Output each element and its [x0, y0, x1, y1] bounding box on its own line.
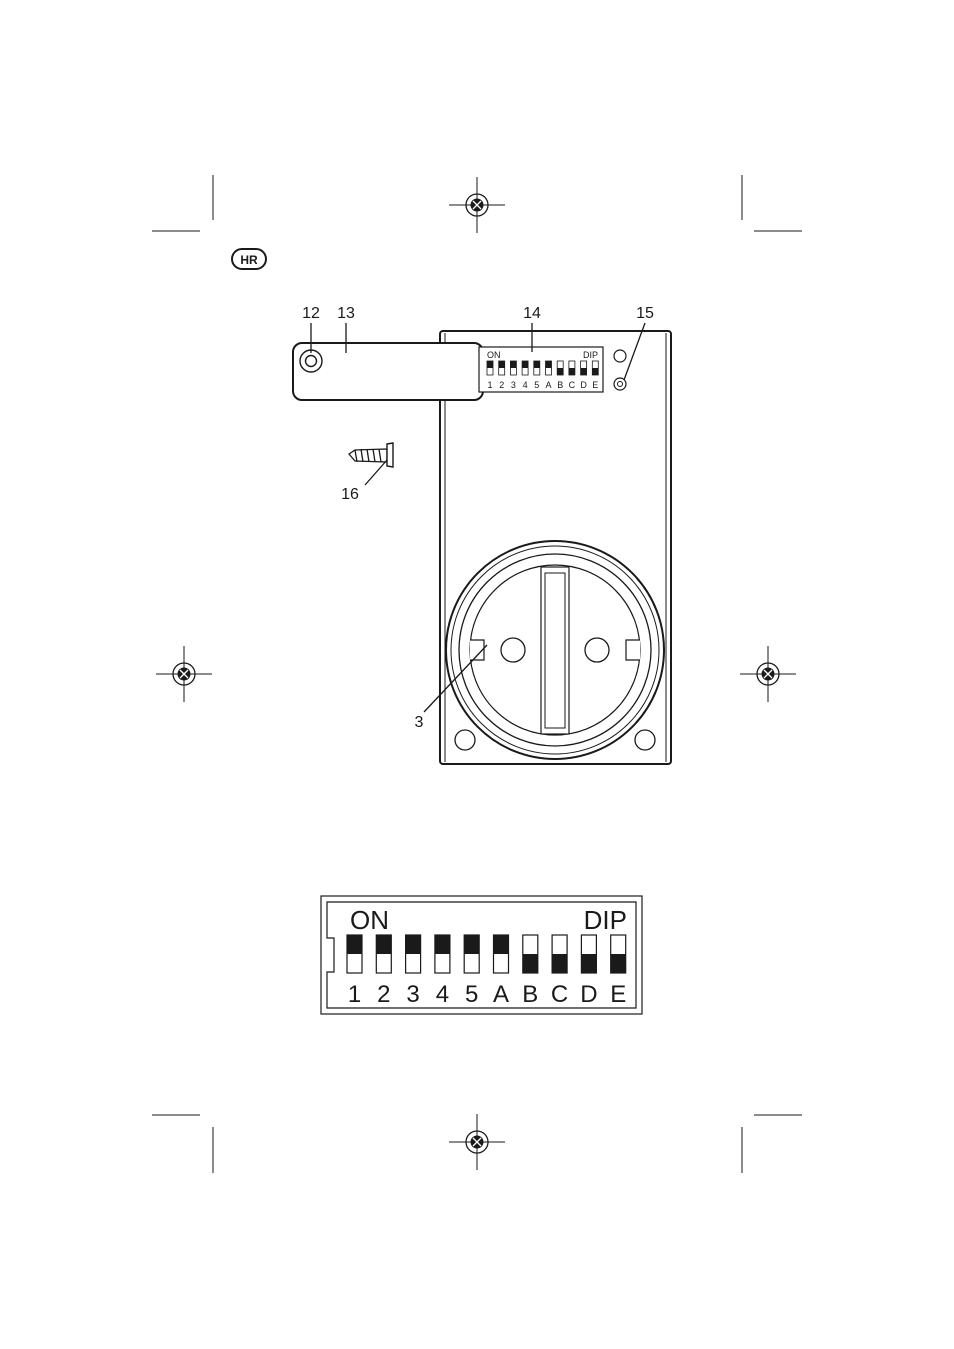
callout-12: 12: [302, 305, 320, 322]
screw-icon: [348, 442, 394, 468]
dip-large-switch-a: A: [492, 934, 510, 1008]
dip-small-switch-1: 1: [486, 360, 494, 390]
dip-small-switch-3: 3: [509, 360, 517, 390]
dip-small-switch-label: C: [569, 380, 576, 390]
dip-small-switch-4: 4: [521, 360, 529, 390]
dip-large-switch-c: C: [551, 934, 568, 1008]
dip-large-switch-label: E: [610, 981, 626, 1008]
dip-small-switch-label: 3: [511, 380, 516, 390]
callout-16: 16: [341, 486, 359, 503]
dip-small-switch-label: E: [592, 380, 598, 390]
dip-small-switch-label: 5: [534, 380, 539, 390]
dip-large-switch-b: B: [522, 934, 539, 1008]
registration-mark-left: [156, 646, 212, 702]
dip-small-switch-label: B: [557, 380, 563, 390]
callout-15: 15: [636, 305, 654, 322]
dip-large-switch-label: 1: [348, 981, 361, 1008]
dip-small-switch-2: 2: [498, 360, 506, 390]
led-indicator-icon: [613, 349, 627, 391]
registration-mark-right: [740, 646, 796, 702]
dip-large-switch-2: 2: [375, 934, 392, 1008]
power-socket: [445, 540, 665, 760]
badge-text: HR: [240, 253, 258, 267]
dip-large-switch-label: 3: [406, 981, 419, 1008]
callout-leaders: [310, 322, 646, 713]
dip-large-switch-e: E: [610, 934, 627, 1008]
dip-large-on-label: ON: [350, 905, 389, 935]
dip-large-switch-label: D: [580, 981, 597, 1008]
dip-small-switch-label: 1: [487, 380, 492, 390]
callout-13: 13: [337, 305, 355, 322]
dip-small-switch-label: D: [580, 380, 587, 390]
button-icon: [299, 349, 323, 373]
dip-small-switch-e: E: [591, 360, 599, 390]
dip-large-switch-label: C: [551, 981, 568, 1008]
dip-large-switch-5: 5: [463, 934, 480, 1008]
dip-large-switch-1: 1: [346, 934, 363, 1008]
dip-large-switch-label: 2: [377, 981, 390, 1008]
dip-large-switch-label: 5: [465, 981, 478, 1008]
dip-large-switch-d: D: [580, 934, 598, 1008]
callout-3: 3: [415, 714, 424, 731]
dip-small-dip-label: DIP: [583, 350, 598, 360]
remote-module: [292, 342, 484, 401]
dip-small-switch-5: 5: [533, 360, 541, 390]
dip-small-on-label: ON: [487, 350, 501, 360]
dip-small-switch-a: A: [545, 360, 552, 390]
dip-large-switch-4: 4: [434, 934, 451, 1008]
callout-14: 14: [523, 305, 541, 322]
callout-labels: 12 13 14 15 16 3: [302, 305, 654, 731]
dip-small-switch-label: 2: [499, 380, 504, 390]
crop-marks: [152, 175, 802, 1173]
dip-small-switch-label: A: [545, 380, 551, 390]
dip-large-dip-label: DIP: [584, 905, 627, 935]
registration-mark-bottom: [449, 1114, 505, 1170]
dip-large-switch-label: A: [493, 981, 509, 1008]
dip-small-switch-b: B: [556, 360, 564, 390]
dip-small-switch-d: D: [580, 360, 587, 390]
language-badge: HR: [231, 248, 267, 270]
dip-small-switch-c: C: [568, 360, 576, 390]
registration-mark-top: [449, 177, 505, 233]
dip-large-switch-3: 3: [405, 934, 422, 1008]
dip-large-switch-label: B: [522, 981, 538, 1008]
dip-large-switch-label: 4: [436, 981, 449, 1008]
dip-small-switch-label: 4: [523, 380, 528, 390]
